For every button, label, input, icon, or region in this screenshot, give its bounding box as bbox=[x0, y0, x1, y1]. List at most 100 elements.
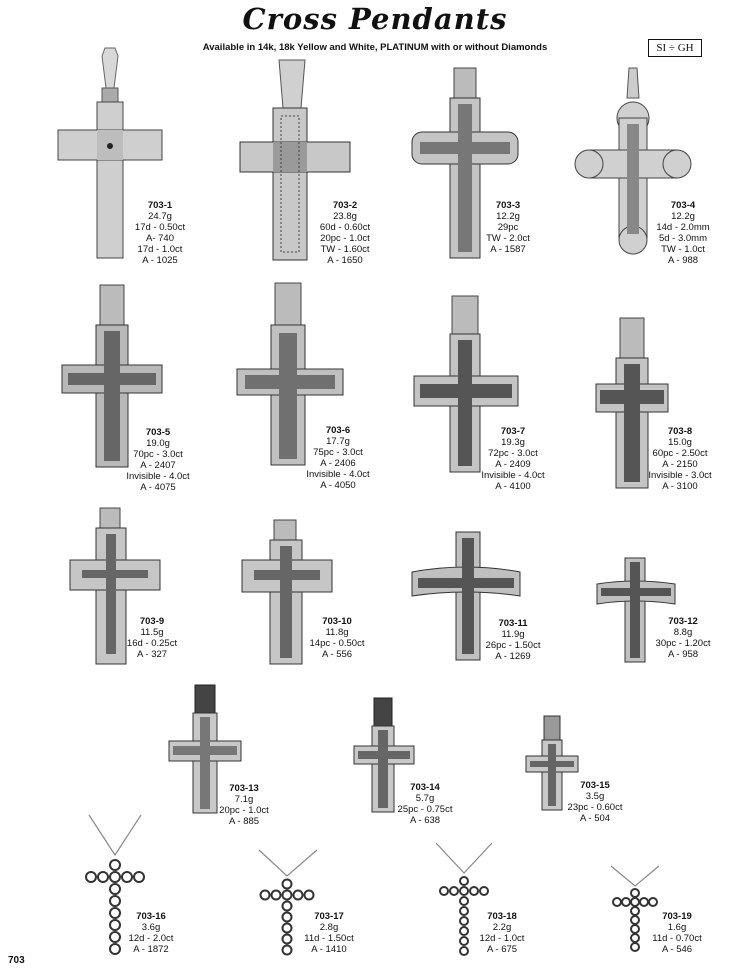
product-703-1[interactable]: 703-1 24.7g 17d - 0.50ct A- 740 17d - 1.… bbox=[50, 47, 185, 268]
product-info: 703-10 11.8g 14pc - 0.50ct A - 556 bbox=[292, 616, 382, 660]
product-info: 703-11 11.9g 26pc - 1.50ct A - 1269 bbox=[468, 618, 558, 662]
product-703-12[interactable]: 703-12 8.8g 30pc - 1.20ct A - 958 bbox=[595, 557, 730, 668]
product-weight: 17.7g bbox=[326, 436, 350, 447]
product-spec: TW - 1.0ct bbox=[661, 244, 705, 255]
product-weight: 3.6g bbox=[141, 922, 161, 933]
product-price: A - 638 bbox=[409, 815, 441, 826]
product-code: 703-11 bbox=[498, 618, 528, 629]
product-code: 703-7 bbox=[500, 426, 526, 437]
product-price: A - 988 bbox=[667, 255, 699, 266]
product-weight: 19.0g bbox=[146, 438, 170, 449]
product-info: 703-15 3.5g 23pc - 0.60ct A - 504 bbox=[552, 780, 638, 824]
product-spec: 14pc - 0.50ct bbox=[309, 638, 365, 649]
product-price: A - 546 bbox=[661, 944, 693, 955]
product-703-6[interactable]: 703-6 17.7g 75pc - 3.0ct A - 2406 Invisi… bbox=[233, 282, 373, 491]
product-price: A - 4050 bbox=[320, 480, 356, 491]
product-code: 703-12 bbox=[668, 616, 698, 627]
product-info: 703-9 11.5g 16d - 0.25ct A - 327 bbox=[112, 616, 192, 660]
product-703-13[interactable]: 703-13 7.1g 20pc - 1.0ct A - 885 bbox=[165, 684, 295, 835]
product-703-10[interactable]: 703-10 11.8g 14pc - 0.50ct A - 556 bbox=[240, 519, 382, 670]
product-weight: 19.3g bbox=[501, 437, 525, 448]
product-weight: 23.8g bbox=[333, 211, 357, 222]
product-code: 703-18 bbox=[487, 911, 517, 922]
product-weight: 3.5g bbox=[585, 791, 605, 802]
product-price: A - 504 bbox=[579, 813, 611, 824]
product-spec: 20pc - 1.0ct bbox=[320, 233, 370, 244]
cross-pendant-image bbox=[69, 507, 161, 665]
product-spec: 17d - 0.50ct bbox=[134, 222, 186, 233]
product-703-14[interactable]: 703-14 5.7g 25pc - 0.75ct A - 638 bbox=[352, 697, 492, 828]
product-code: 703-15 bbox=[580, 780, 610, 791]
product-info: 703-1 24.7g 17d - 0.50ct A- 740 17d - 1.… bbox=[120, 200, 200, 266]
product-code: 703-17 bbox=[314, 911, 344, 922]
product-code: 703-8 bbox=[667, 426, 693, 437]
product-code: 703-4 bbox=[670, 200, 696, 211]
product-code: 703-13 bbox=[229, 783, 259, 794]
product-spec: 12d - 2.0ct bbox=[128, 933, 174, 944]
product-info: 703-12 8.8g 30pc - 1.20ct A - 958 bbox=[641, 616, 725, 660]
product-weight: 12.2g bbox=[671, 211, 695, 222]
product-703-3[interactable]: 703-3 12.2g 29pc TW - 2.0ct A - 1587 bbox=[408, 67, 530, 268]
product-info: 703-2 23.8g 60d - 0.60ct 20pc - 1.0ct TW… bbox=[305, 200, 385, 266]
product-code: 703-1 bbox=[147, 200, 173, 211]
product-weight: 7.1g bbox=[234, 794, 254, 805]
product-weight: 15.0g bbox=[668, 437, 692, 448]
product-weight: 5.7g bbox=[415, 793, 435, 804]
product-703-7[interactable]: 703-7 19.3g 72pc - 3.0ct A - 2409 Invisi… bbox=[410, 295, 550, 496]
product-spec: Invisible - 3.0ct bbox=[648, 470, 712, 481]
cross-pendant-image bbox=[168, 684, 242, 814]
product-price: A - 1872 bbox=[133, 944, 169, 955]
product-spec: Invisible - 4.0ct bbox=[481, 470, 545, 481]
product-info: 703-8 15.0g 60pc - 2.50ct A - 2150 Invis… bbox=[638, 426, 722, 492]
product-spec: 70pc - 3.0ct bbox=[133, 449, 183, 460]
product-spec: 11d - 1.50ct bbox=[304, 933, 354, 944]
cross-pendant-image bbox=[411, 531, 521, 661]
product-code: 703-19 bbox=[662, 911, 692, 922]
product-code: 703-3 bbox=[495, 200, 521, 211]
product-703-18[interactable]: 703-18 2.2g 12d - 1.0ct A - 675 bbox=[428, 842, 568, 960]
cross-pendant-image bbox=[85, 814, 145, 955]
product-code: 703-6 bbox=[325, 425, 351, 436]
page-number: 703 bbox=[8, 955, 25, 966]
product-price: A - 1587 bbox=[490, 244, 526, 255]
product-spec: 29pc bbox=[497, 222, 519, 233]
product-price: A - 2406 bbox=[320, 458, 356, 469]
product-703-19[interactable]: 703-19 1.6g 11d - 0.70ct A - 546 bbox=[605, 865, 745, 960]
product-code: 703-10 bbox=[322, 616, 352, 627]
product-price: A - 3100 bbox=[662, 481, 698, 492]
product-price: A - 1410 bbox=[311, 944, 347, 955]
product-price: A - 1269 bbox=[495, 651, 531, 662]
product-spec: TW - 2.0ct bbox=[486, 233, 530, 244]
product-info: 703-17 2.8g 11d - 1.50ct A - 1410 bbox=[289, 911, 369, 955]
product-spec: 60pc - 2.50ct bbox=[652, 448, 708, 459]
product-price: A - 327 bbox=[136, 649, 168, 660]
product-weight: 8.8g bbox=[673, 627, 693, 638]
cross-pendant-image bbox=[57, 47, 163, 259]
product-703-17[interactable]: 703-17 2.8g 11d - 1.50ct A - 1410 bbox=[255, 849, 395, 960]
cross-pendant-image bbox=[236, 282, 344, 466]
product-info: 703-18 2.2g 12d - 1.0ct A - 675 bbox=[462, 911, 542, 955]
product-price: A - 1650 bbox=[327, 255, 363, 266]
product-703-15[interactable]: 703-15 3.5g 23pc - 0.60ct A - 504 bbox=[522, 715, 662, 836]
product-spec: 5d - 3.0mm bbox=[658, 233, 708, 244]
product-703-4[interactable]: 703-4 12.2g 14d - 2.0mm 5d - 3.0mm TW - … bbox=[574, 67, 710, 268]
product-code: 703-5 bbox=[145, 427, 171, 438]
product-703-16[interactable]: 703-16 3.6g 12d - 2.0ct A - 1872 bbox=[75, 814, 215, 960]
cross-pendant-image bbox=[411, 67, 519, 259]
product-703-5[interactable]: 703-5 19.0g 70pc - 3.0ct A - 2407 Invisi… bbox=[58, 284, 190, 493]
product-703-9[interactable]: 703-9 11.5g 16d - 0.25ct A - 327 bbox=[68, 507, 188, 668]
product-spec: 25pc - 0.75ct bbox=[397, 804, 453, 815]
product-price: A - 675 bbox=[486, 944, 518, 955]
product-code: 703-2 bbox=[332, 200, 358, 211]
product-weight: 1.6g bbox=[667, 922, 687, 933]
cross-pendant-image bbox=[353, 697, 415, 813]
product-spec: 26pc - 1.50ct bbox=[485, 640, 541, 651]
product-703-2[interactable]: 703-2 23.8g 60d - 0.60ct 20pc - 1.0ct TW… bbox=[235, 59, 370, 270]
product-703-11[interactable]: 703-11 11.9g 26pc - 1.50ct A - 1269 bbox=[410, 531, 550, 672]
cross-pendant-image bbox=[413, 295, 519, 473]
product-spec: 30pc - 1.20ct bbox=[655, 638, 711, 649]
product-price: A - 556 bbox=[321, 649, 353, 660]
product-weight: 2.2g bbox=[492, 922, 512, 933]
product-price: A - 4075 bbox=[140, 482, 176, 493]
product-703-8[interactable]: 703-8 15.0g 60pc - 2.50ct A - 2150 Invis… bbox=[592, 317, 722, 498]
